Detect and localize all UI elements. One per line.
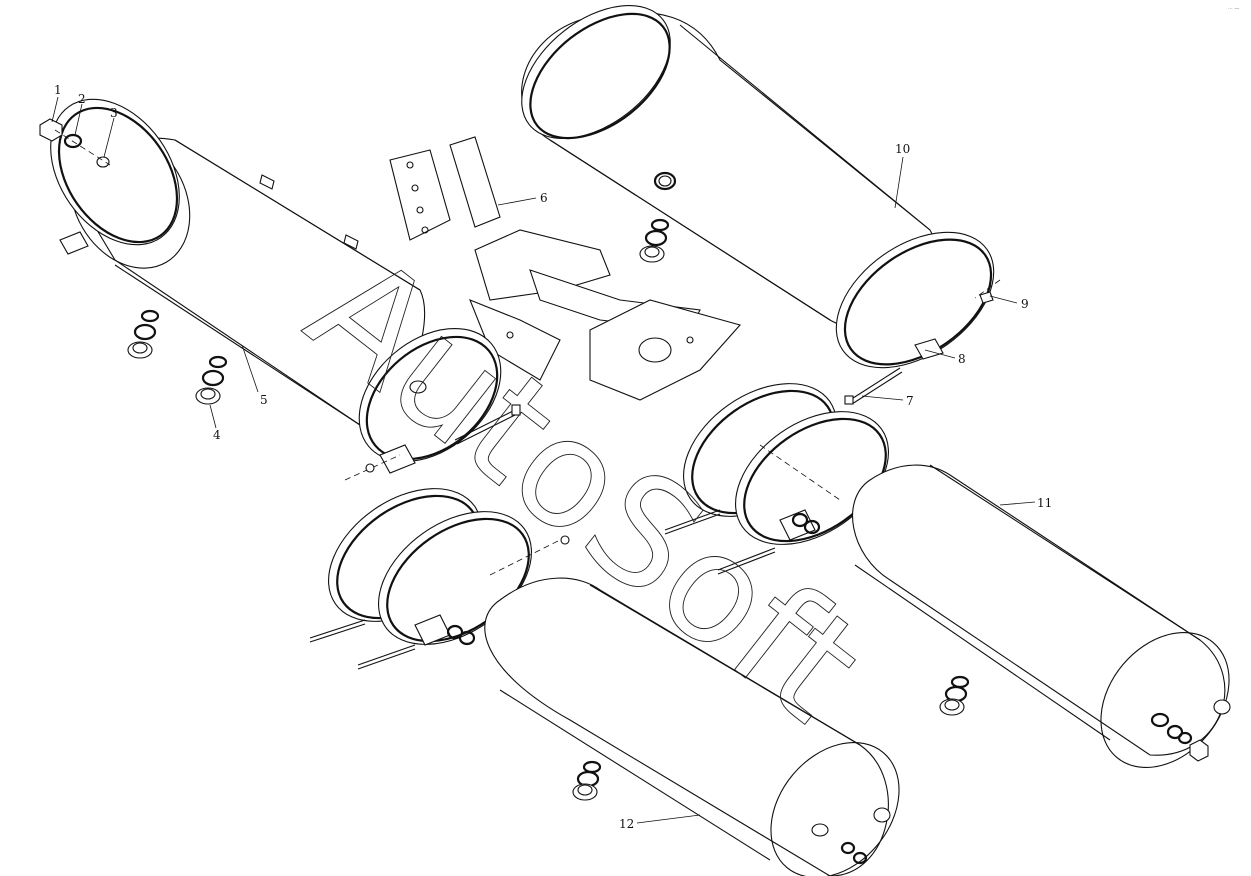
washer-2 (63, 133, 83, 149)
drain-plug-set-d (939, 675, 970, 716)
tie-bolt-right-a (664, 509, 721, 535)
callout-10: 10 (895, 142, 910, 156)
clamp-ring-8 (835, 231, 995, 369)
callout-3: 3 (110, 106, 118, 120)
drain-plug-set-a (127, 309, 160, 359)
drain-plug-set-b-4 (195, 355, 228, 405)
air-tank-11 (852, 464, 1231, 769)
callout-labels: 1 2 3 4 5 6 7 8 9 10 11 12 (54, 83, 1052, 831)
nut-lower (560, 535, 570, 545)
drain-plug-set-c (639, 218, 670, 263)
tank-band-strap-left (50, 98, 180, 255)
air-tank-12 (484, 577, 900, 876)
callout-2: 2 (78, 92, 86, 106)
bolt-9 (979, 291, 994, 304)
callout-4: 4 (213, 428, 221, 442)
callout-1: 1 (54, 83, 62, 97)
callout-12: 12 (619, 817, 634, 831)
leader-lines (51, 96, 1036, 824)
tie-bolt-right-b (717, 547, 776, 575)
callout-11: 11 (1037, 496, 1052, 510)
nut-center (365, 463, 375, 473)
corner-mark: ··· — (1228, 6, 1239, 12)
port-3 (96, 156, 110, 168)
clamp-ring-pair-right (683, 383, 889, 545)
clamp-ring-center (358, 327, 502, 474)
tie-bolt-lower-a (309, 619, 366, 643)
callout-7: 7 (906, 394, 914, 408)
tank-band-strap-right-top (521, 4, 671, 140)
mounting-bracket-6 (389, 136, 741, 401)
plug-fitting-1 (39, 118, 63, 142)
tie-bolt-lower-b (357, 644, 416, 670)
callout-9: 9 (1021, 297, 1029, 311)
drain-plug-set-e (572, 760, 602, 801)
tie-bolt-7 (844, 367, 903, 405)
callout-5: 5 (260, 393, 268, 407)
tie-bolt-center (454, 404, 521, 445)
callout-6: 6 (540, 191, 548, 205)
callout-8: 8 (958, 352, 966, 366)
